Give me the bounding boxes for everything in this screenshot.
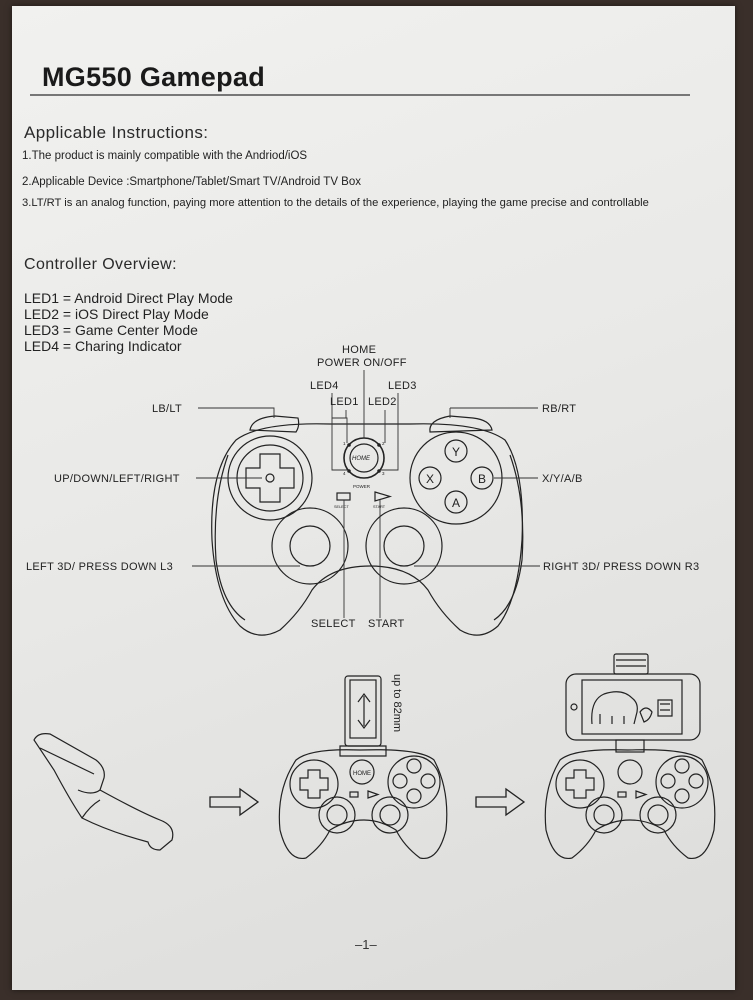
rb-rt-label: RB/RT: [542, 403, 576, 415]
led3-label: LED3: [388, 380, 417, 392]
led-4-dot: [347, 469, 351, 473]
right-bumper: [429, 415, 493, 433]
b-button: [470, 466, 494, 490]
led-legend-4: LED4 = Charing Indicator: [24, 338, 182, 354]
callout-lines: [192, 370, 540, 618]
b-label: B: [478, 472, 486, 486]
start-button: [374, 491, 393, 502]
lb-lt-label: LB/LT: [152, 403, 182, 415]
title-underline: [30, 94, 690, 96]
led-legend-2: LED2 = iOS Direct Play Mode: [24, 306, 209, 322]
clip-range-label: up to 82mm: [391, 674, 403, 732]
power-small-text: POWER: [353, 484, 371, 489]
a-button: [444, 490, 468, 514]
home-label: HOME: [342, 344, 376, 356]
led-3-dot: [377, 469, 381, 473]
x-button: [418, 466, 442, 490]
led-n1: 1: [343, 441, 346, 446]
right-grip-contour: [493, 454, 524, 621]
x-label: X: [426, 472, 434, 486]
left-3d-label: LEFT 3D/ PRESS DOWN L3: [26, 561, 173, 573]
instruction-item-1: 1.The product is mainly compatible with …: [22, 150, 308, 162]
led-n3: 3: [382, 471, 385, 476]
instruction-item-2: 2.Applicable Device :Smartphone/Tablet/S…: [22, 176, 361, 188]
dpad-label: UP/DOWN/LEFT/RIGHT: [54, 473, 180, 485]
select-label: SELECT: [311, 618, 356, 630]
gamepad-with-phone: [544, 653, 716, 860]
led-legend-3: LED3 = Game Center Mode: [24, 322, 198, 338]
led-legend-1: LED1 = Android Direct Play Mode: [24, 290, 233, 306]
home-button-text: HOME: [352, 456, 371, 462]
step-arrow-1: [209, 787, 260, 817]
select-small-text: SELECT: [334, 505, 349, 509]
home-button: [349, 443, 379, 473]
led-indicators: [347, 443, 381, 473]
led-n2: 2: [382, 441, 385, 446]
left-stick: [289, 525, 331, 567]
left-stick-ring: [271, 507, 349, 585]
left-grip-contour: [214, 454, 246, 621]
dpad-center: [265, 473, 275, 483]
right-stick: [383, 525, 425, 567]
dpad-icon: [245, 453, 295, 503]
xyab-label: X/Y/A/B: [542, 473, 583, 485]
select-button: [336, 492, 351, 501]
manual-page: [12, 6, 735, 990]
power-label: POWER ON/OFF: [317, 357, 407, 369]
start-small-text: START: [373, 505, 386, 509]
instructions-heading: Applicable Instructions:: [24, 123, 209, 142]
led2-label: LED2: [368, 396, 397, 408]
led-1-dot: [347, 443, 351, 447]
start-label: START: [368, 618, 405, 630]
phone-clip-illustration: [33, 733, 174, 851]
page-number: –1–: [355, 937, 377, 952]
mid-home-text: HOME: [353, 771, 371, 777]
instruction-item-3: 3.LT/RT is an analog function, paying mo…: [22, 197, 649, 209]
gamepad-body: [211, 423, 523, 636]
gamepad-outline: [211, 415, 524, 636]
led1-label: LED1: [330, 396, 359, 408]
led-n4: 4: [343, 471, 346, 476]
step-arrow-2: [475, 787, 526, 817]
page-title: MG550 Gamepad: [42, 62, 265, 92]
right-3d-label: RIGHT 3D/ PRESS DOWN R3: [543, 561, 699, 573]
led-2-dot: [377, 443, 381, 447]
y-button: [444, 439, 468, 463]
gamepad-with-clip: [278, 675, 448, 860]
overview-heading: Controller Overview:: [24, 256, 177, 273]
y-label: Y: [452, 445, 460, 459]
right-stick-ring: [365, 507, 443, 585]
left-bumper: [249, 415, 300, 433]
led4-label: LED4: [310, 380, 339, 392]
a-label: A: [452, 496, 460, 510]
